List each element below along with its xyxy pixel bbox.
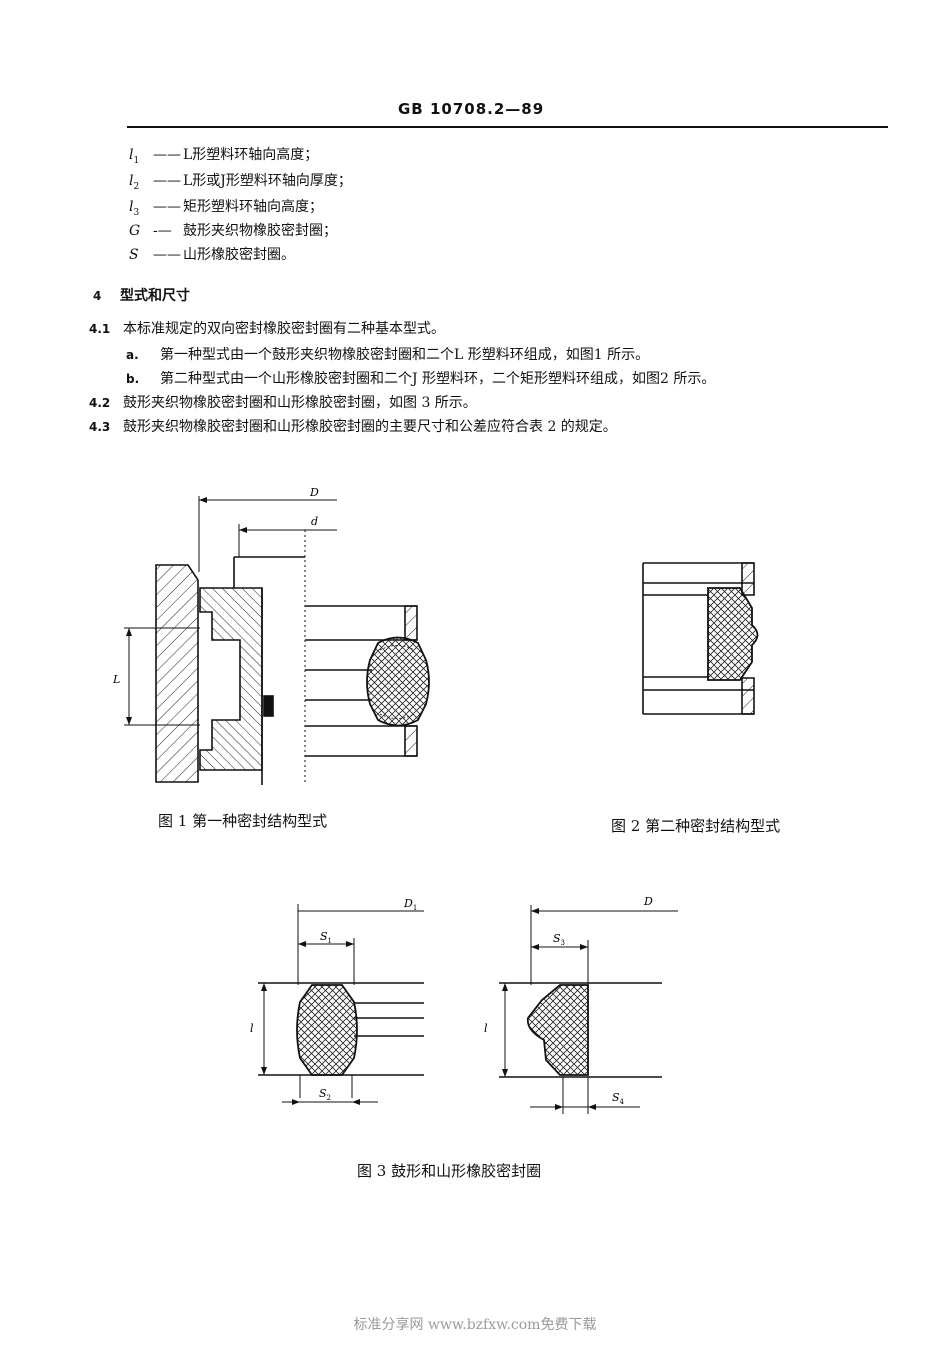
symbol: S: [129, 247, 139, 263]
clause: 4.1 本标准规定的双向密封橡胶密封圈有二种基本型式。: [89, 318, 445, 340]
dash: ——: [153, 247, 181, 263]
item-text: 第一种型式由一个鼓形夹织物橡胶密封圈和二个L 形塑料环组成，如图1 所示。: [160, 347, 650, 363]
header-rule: [127, 126, 888, 128]
fig1-label-L: L: [112, 673, 120, 686]
dash: -—: [153, 223, 172, 239]
clause-number: 4.2: [89, 396, 111, 410]
clause-number: 4.3: [89, 420, 111, 434]
clause: 4.2 鼓形夹织物橡胶密封圈和山形橡胶密封圈，如图 3 所示。: [89, 392, 477, 414]
fig1-label-D: D: [309, 486, 319, 499]
clause-text: 本标准规定的双向密封橡胶密封圈有二种基本型式。: [123, 321, 445, 337]
fig3-label-S2: S2: [319, 1087, 331, 1102]
item-label: a.: [126, 348, 139, 362]
symbol: l3: [129, 199, 140, 218]
symbol-desc: L形塑料环轴向高度；: [183, 147, 319, 163]
fig3-label-D: D: [643, 895, 653, 908]
standard-code: GB 10708.2—89: [398, 100, 545, 118]
symbol-row: G -— 鼓形夹织物橡胶密封圈；: [129, 220, 337, 242]
symbol: l1: [129, 147, 140, 166]
symbol-desc: L形或J形塑料环轴向厚度；: [183, 173, 352, 189]
clause-number: 4.1: [89, 322, 111, 336]
figure-2-caption: 图 2 第二种密封结构型式: [611, 817, 781, 835]
clause-item: a. 第一种型式由一个鼓形夹织物橡胶密封圈和二个L 形塑料环组成，如图1 所示。: [126, 344, 649, 366]
symbol-desc: 矩形塑料环轴向高度；: [183, 199, 323, 215]
clause-text: 鼓形夹织物橡胶密封圈和山形橡胶密封圈的主要尺寸和公差应符合表 2 的规定。: [123, 419, 617, 435]
dash: ——: [153, 199, 181, 215]
figure-2-drawing: [642, 562, 759, 715]
fig3-label-l-right: l: [484, 1022, 488, 1035]
dash: ——: [153, 173, 181, 189]
clause-text: 鼓形夹织物橡胶密封圈和山形橡胶密封圈，如图 3 所示。: [123, 395, 477, 411]
figure-1-caption: 图 1 第一种密封结构型式: [158, 812, 328, 830]
section-number: 4: [93, 289, 102, 303]
symbol-row: l2 ——L形或J形塑料环轴向厚度；: [129, 170, 352, 192]
fig3-label-l-left: l: [250, 1022, 254, 1035]
section-heading: 4 型式和尺寸: [93, 285, 190, 307]
fig3-label-S1: S1: [320, 930, 332, 945]
fig1-label-d: d: [311, 515, 318, 528]
fig3-label-D1: D1: [403, 897, 417, 912]
figure-3-chevron-seal-drawing: [499, 905, 678, 1114]
symbol-desc: 鼓形夹织物橡胶密封圈；: [183, 223, 337, 239]
symbol-row: l3 ——矩形塑料环轴向高度；: [129, 196, 323, 218]
clause-item: b. 第二种型式由一个山形橡胶密封圈和二个J 形塑料环，二个矩形塑料环组成，如图2…: [126, 368, 715, 390]
symbol: l2: [129, 173, 140, 192]
symbol-desc: 山形橡胶密封圈。: [183, 247, 295, 263]
section-title: 型式和尺寸: [120, 288, 190, 304]
footer-watermark: 标准分享网 www.bzfxw.com免费下载: [353, 1317, 597, 1333]
figure-1-drawing: [124, 496, 430, 785]
item-text: 第二种型式由一个山形橡胶密封圈和二个J 形塑料环，二个矩形塑料环组成，如图2 所…: [160, 371, 716, 387]
figure-3-caption: 图 3 鼓形和山形橡胶密封圈: [357, 1162, 542, 1180]
figure-3-drum-seal-drawing: [258, 904, 424, 1105]
symbol: G: [129, 223, 141, 239]
fig3-label-S3: S3: [553, 932, 565, 947]
symbol-row: l1 ——L形塑料环轴向高度；: [129, 144, 318, 166]
dash: ——: [153, 147, 181, 163]
fig3-label-S4: S4: [612, 1091, 625, 1106]
clause: 4.3 鼓形夹织物橡胶密封圈和山形橡胶密封圈的主要尺寸和公差应符合表 2 的规定。: [89, 416, 617, 438]
symbol-row: S ——山形橡胶密封圈。: [129, 244, 295, 266]
item-label: b.: [126, 372, 140, 386]
